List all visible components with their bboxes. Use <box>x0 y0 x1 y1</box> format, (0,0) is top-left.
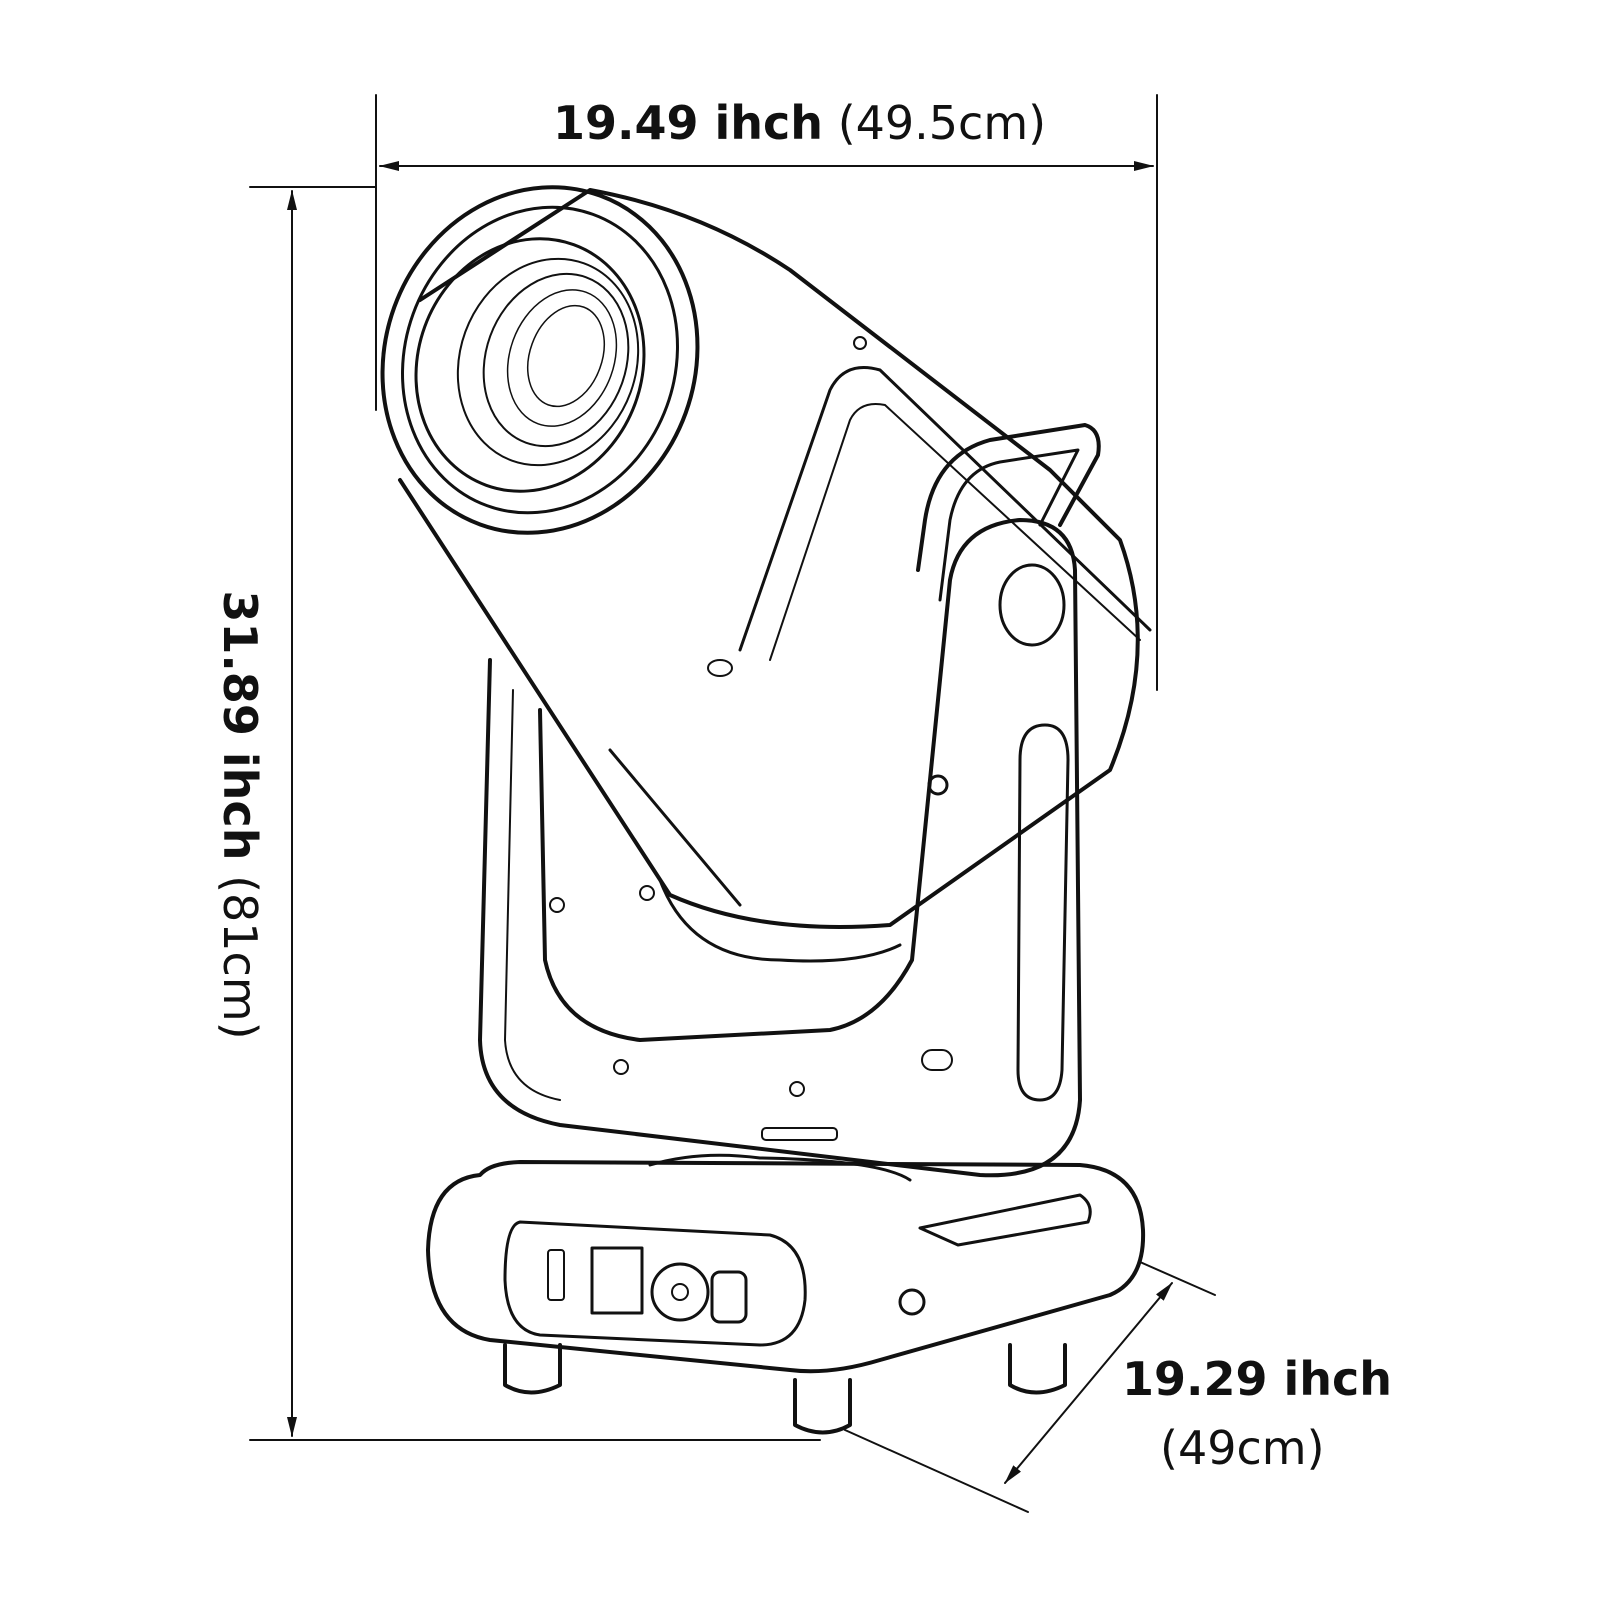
width-metric: (49.5cm) <box>837 96 1047 150</box>
base <box>426 1153 1146 1435</box>
depth-metric: (49cm) <box>1160 1421 1325 1475</box>
height-metric: (81cm) <box>213 875 267 1040</box>
height-dimension-line <box>249 186 821 1441</box>
head <box>380 185 1152 963</box>
height-value: 31.89 ihch <box>213 590 267 861</box>
yoke <box>478 423 1101 1178</box>
depth-value: 19.29 ihch <box>1122 1352 1393 1406</box>
width-value: 19.49 ihch <box>553 96 824 150</box>
depth-dimension-line <box>844 1261 1216 1513</box>
width-label: 19.49 ihch (49.5cm) <box>553 100 1046 146</box>
height-label: 31.89 ihch (81cm) <box>213 590 267 1039</box>
width-dimension-line <box>375 94 1158 691</box>
